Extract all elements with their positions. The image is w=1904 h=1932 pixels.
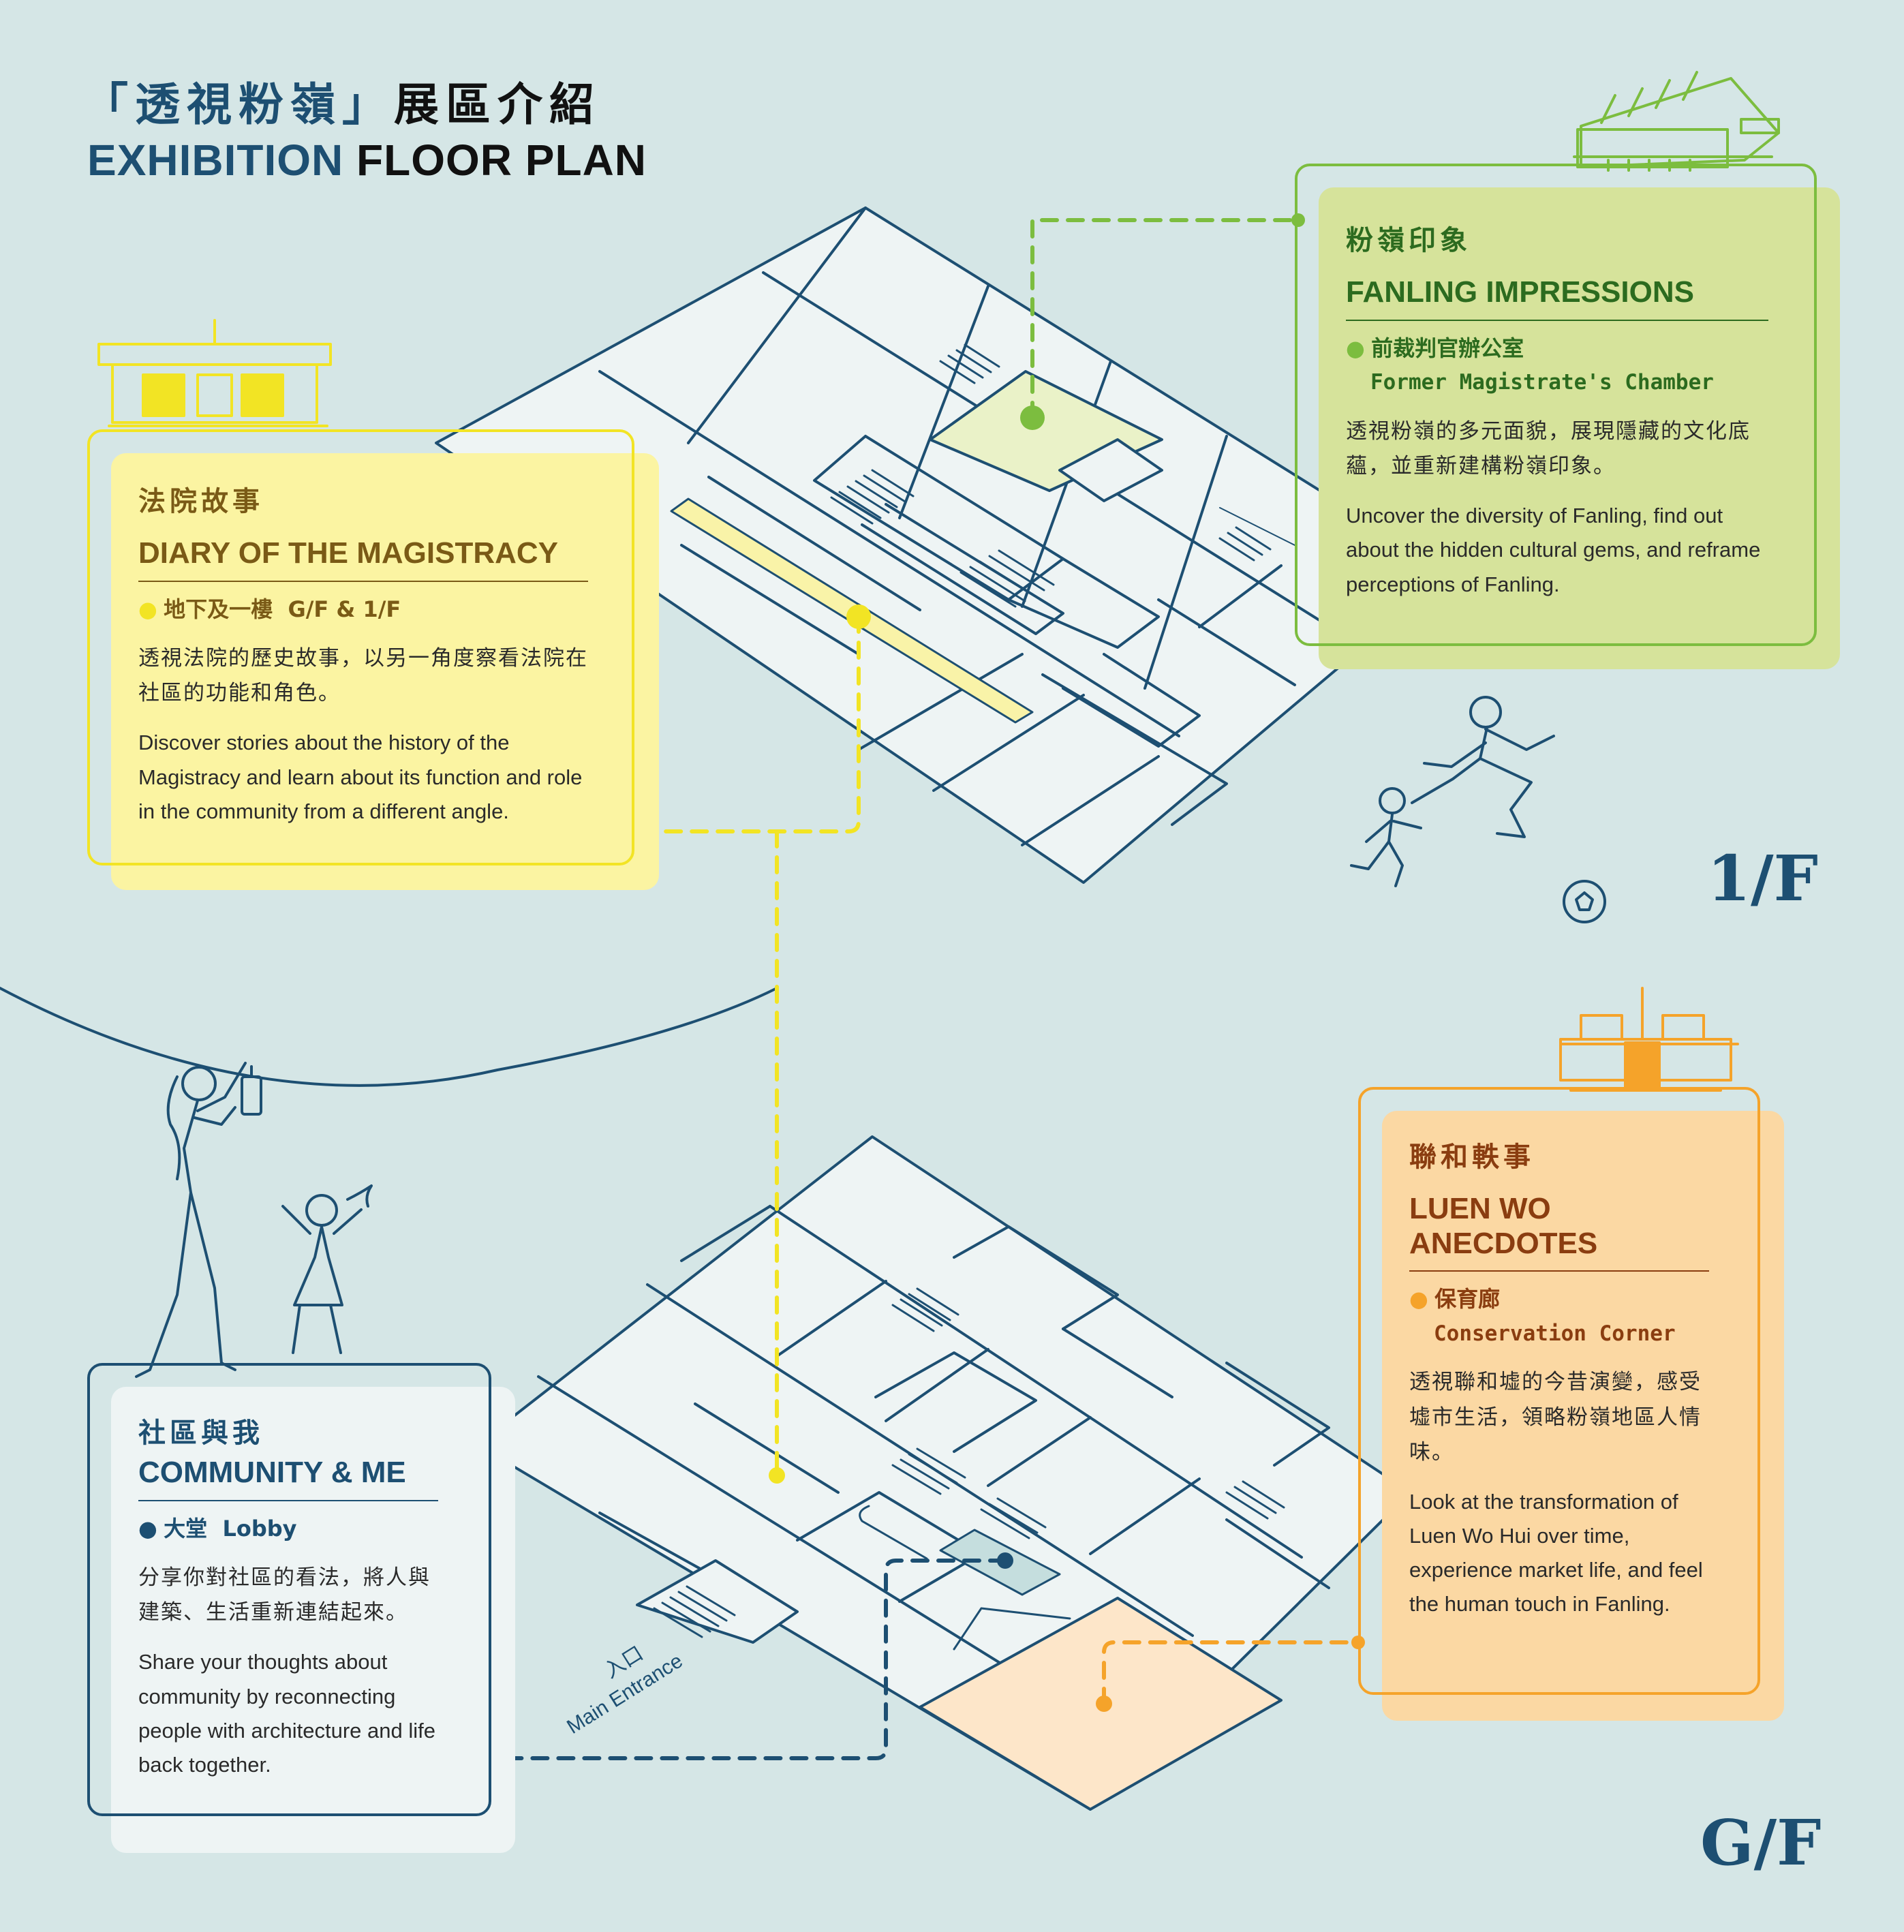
- fanling-card-frame: [1295, 164, 1817, 646]
- fanling-location-en: Former Magistrate's Chamber: [1370, 370, 1714, 395]
- magistracy-location: ● 地下及一樓 G/F & 1/F: [138, 593, 588, 627]
- luenwo-card: 聯和軼事 LUEN WO ANECDOTES ● 保育廊 Conservatio…: [1409, 1135, 1709, 1622]
- luenwo-location-zh: 保育廊: [1434, 1286, 1501, 1313]
- title-en-a: EXHIBITION: [87, 136, 357, 185]
- fanling-card-background: [1319, 187, 1840, 669]
- magistracy-card: 法院故事 DIARY OF THE MAGISTRACY ● 地下及一樓 G/F…: [138, 479, 588, 829]
- fanling-desc-zh: 透視粉嶺的多元面貌，展現隱藏的文化底蘊，並重新建構粉嶺印象。: [1346, 418, 1751, 478]
- fanling-divider: [1346, 319, 1768, 321]
- magistracy-divider: [138, 580, 588, 582]
- magistracy-card-background: [111, 453, 659, 890]
- family-illustration-lower: [135, 1062, 373, 1378]
- community-desc-zh: 分享你對社區的看法，將人與建築、生活重新連結起來。: [138, 1565, 431, 1625]
- luenwo-desc-zh: 透視聯和墟的今昔演變，感受墟市生活，領略粉嶺地區人情味。: [1409, 1370, 1702, 1465]
- title-en-b: FLOOR PLAN: [356, 136, 647, 185]
- magistracy-card-frame: [87, 429, 634, 865]
- community-title-zh: 社區與我: [138, 1417, 264, 1449]
- luenwo-title-zh: 聯和軼事: [1409, 1141, 1535, 1173]
- fanling-card: 粉嶺印象 FANLING IMPRESSIONS ● 前裁判官辦公室 Forme…: [1346, 218, 1768, 602]
- fanling-title-en: FANLING IMPRESSIONS: [1346, 275, 1694, 309]
- magistracy-location-zh: 地下及一樓: [164, 596, 273, 622]
- magistracy-title-en: DIARY OF THE MAGISTRACY: [138, 536, 559, 570]
- fanling-title-zh: 粉嶺印象: [1346, 225, 1471, 256]
- family-illustration-upper: [1350, 696, 1606, 923]
- community-desc-en: Share your thoughts about community by r…: [138, 1650, 435, 1777]
- community-location-zh: 大堂: [164, 1515, 208, 1542]
- page-title-zh: 「透視粉嶺」展區介紹: [83, 68, 601, 134]
- community-card-frame: [87, 1363, 491, 1816]
- luenwo-building-icon: [1559, 987, 1739, 1092]
- floor-label-upper: 1/F: [1707, 842, 1818, 915]
- magistracy-desc-en: Discover stories about the history of th…: [138, 731, 583, 823]
- luenwo-title-en: LUEN WO ANECDOTES: [1409, 1192, 1598, 1260]
- location-pin-icon: ●: [138, 1515, 157, 1542]
- magistracy-building-icon: [97, 319, 332, 427]
- community-title-en: COMMUNITY & ME: [138, 1456, 406, 1489]
- magistracy-location-en: G/F & 1/F: [288, 596, 401, 622]
- fanling-building-icon: [1573, 71, 1780, 172]
- luenwo-location: ● 保育廊 Conservation Corner: [1409, 1283, 1709, 1350]
- fanling-desc-en: Uncover the diversity of Fanling, find o…: [1346, 504, 1761, 596]
- title-zh-a: 「透視粉嶺」: [83, 78, 394, 131]
- location-pin-icon: ●: [138, 596, 157, 622]
- community-card-background: [111, 1387, 515, 1853]
- page-title-en: EXHIBITION FLOOR PLAN: [87, 135, 647, 185]
- magistracy-title-zh: 法院故事: [138, 486, 264, 517]
- location-pin-icon: ●: [1346, 335, 1365, 361]
- title-zh-b: 展區介紹: [394, 78, 601, 131]
- community-location: ● 大堂 Lobby: [138, 1512, 438, 1546]
- fanling-location-zh: 前裁判官辦公室: [1371, 335, 1524, 361]
- fanling-location: ● 前裁判官辦公室 Former Magistrate's Chamber: [1346, 332, 1768, 399]
- location-pin-icon: ●: [1409, 1286, 1428, 1313]
- luenwo-card-background: [1382, 1111, 1784, 1721]
- luenwo-location-en: Conservation Corner: [1434, 1321, 1676, 1346]
- community-location-en: Lobby: [222, 1515, 297, 1542]
- community-card: 社區與我 COMMUNITY & ME ● 大堂 Lobby 分享你對社區的看法…: [138, 1411, 438, 1782]
- magistracy-desc-zh: 透視法院的歷史故事，以另一角度察看法院在社區的功能和角色。: [138, 646, 588, 706]
- luenwo-card-frame: [1358, 1087, 1760, 1695]
- community-divider: [138, 1499, 438, 1501]
- luenwo-desc-en: Look at the transformation of Luen Wo Hu…: [1409, 1489, 1703, 1616]
- luenwo-divider: [1409, 1270, 1709, 1272]
- floor-label-ground: G/F: [1700, 1806, 1822, 1880]
